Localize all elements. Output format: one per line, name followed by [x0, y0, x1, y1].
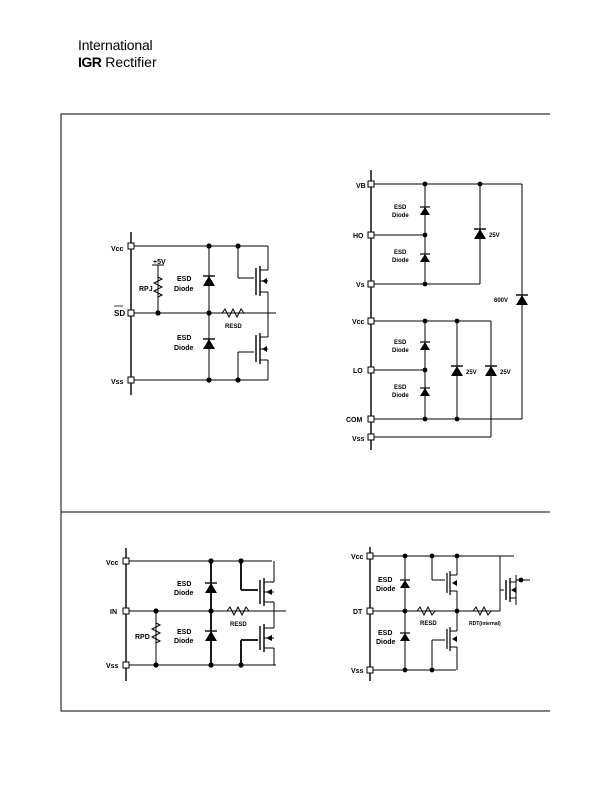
label-plus5v: +5V [153, 259, 166, 266]
circuit-dt-input [369, 547, 530, 681]
company-logo: International IGR Rectifier [78, 37, 198, 73]
label-esd1-br-a: ESD [378, 577, 392, 584]
label-rdt: RDT(internal) [469, 621, 501, 627]
circuit-in-input [125, 548, 286, 681]
label-rpj: RPJ [139, 286, 153, 293]
label-25v-c: 25V [500, 370, 511, 376]
label-vcc: Vcc [111, 246, 124, 253]
label-esd2-a: ESD [177, 335, 191, 342]
label-vb: VB [356, 183, 366, 190]
label-lo: LO [353, 368, 363, 375]
label-vcc-r: Vcc [352, 319, 365, 326]
label-sd: SD [114, 309, 125, 318]
label-vcc-bl: Vcc [106, 560, 119, 567]
bl-marks [122, 557, 272, 669]
label-esd1-bl-a: ESD [177, 581, 191, 588]
label-esd2-bl-b: Diode [174, 638, 194, 645]
logo-mark: IGR [78, 54, 102, 70]
figure-frame [60, 113, 550, 712]
label-vss-bl: Vss [106, 663, 119, 670]
label-esd-b1: ESD [394, 250, 407, 256]
label-600v: 600V [494, 298, 508, 304]
label-vss-br: Vss [351, 668, 364, 675]
logo-line1: International [78, 37, 153, 53]
label-esd2-b: Diode [174, 345, 194, 352]
label-vss: Vss [111, 379, 124, 386]
tl-marks [114, 242, 267, 384]
br-marks [366, 552, 524, 674]
label-esd2-br-a: ESD [378, 630, 392, 637]
br-labels: Vcc DT Vss ESD Diode ESD Diode RESD RDT(… [351, 554, 501, 675]
label-resd-br: RESD [420, 621, 437, 627]
tr-labels: VB HO Vs Vcc LO COM Vss ESD Diode ESD Di… [346, 183, 511, 443]
label-esd-a1: ESD [394, 205, 407, 211]
label-esd-c2: Diode [392, 348, 409, 354]
tr-marks [367, 180, 529, 441]
label-25v-a: 25V [489, 233, 500, 239]
label-esd2-br-b: Diode [376, 639, 396, 646]
circuit-gate-driver-outputs [370, 170, 523, 450]
label-esd-b2: Diode [392, 258, 409, 264]
logo-word: Rectifier [105, 54, 157, 70]
circuit-sd-input [130, 232, 276, 395]
label-com: COM [346, 417, 363, 424]
label-esd2-bl-a: ESD [177, 629, 191, 636]
label-esd-d1: ESD [394, 385, 407, 391]
label-resd-bl: RESD [230, 622, 247, 628]
label-esd-a2: Diode [392, 213, 409, 219]
label-25v-b: 25V [466, 370, 477, 376]
label-rpd: RPD [135, 634, 150, 641]
label-vss-r: Vss [352, 436, 365, 443]
label-ho: HO [353, 233, 364, 240]
label-esd1-a: ESD [177, 276, 191, 283]
label-vcc-br: Vcc [351, 554, 364, 561]
label-in: IN [110, 609, 117, 616]
label-esd1-b: Diode [174, 286, 194, 293]
label-esd-d2: Diode [392, 393, 409, 399]
label-esd1-br-b: Diode [376, 586, 396, 593]
label-vs: Vs [356, 282, 365, 289]
logo-line2: IGR Rectifier [78, 54, 157, 70]
bl-labels: Vcc IN Vss RPD ESD Diode ESD Diode RESD [106, 560, 247, 670]
label-esd1-bl-b: Diode [174, 590, 194, 597]
label-esd-c1: ESD [394, 340, 407, 346]
label-resd: RESD [225, 324, 242, 330]
label-dt: DT [353, 609, 363, 616]
tl-labels: Vcc SD Vss +5V RPJ ESD Diode ESD Diode R… [111, 246, 242, 386]
